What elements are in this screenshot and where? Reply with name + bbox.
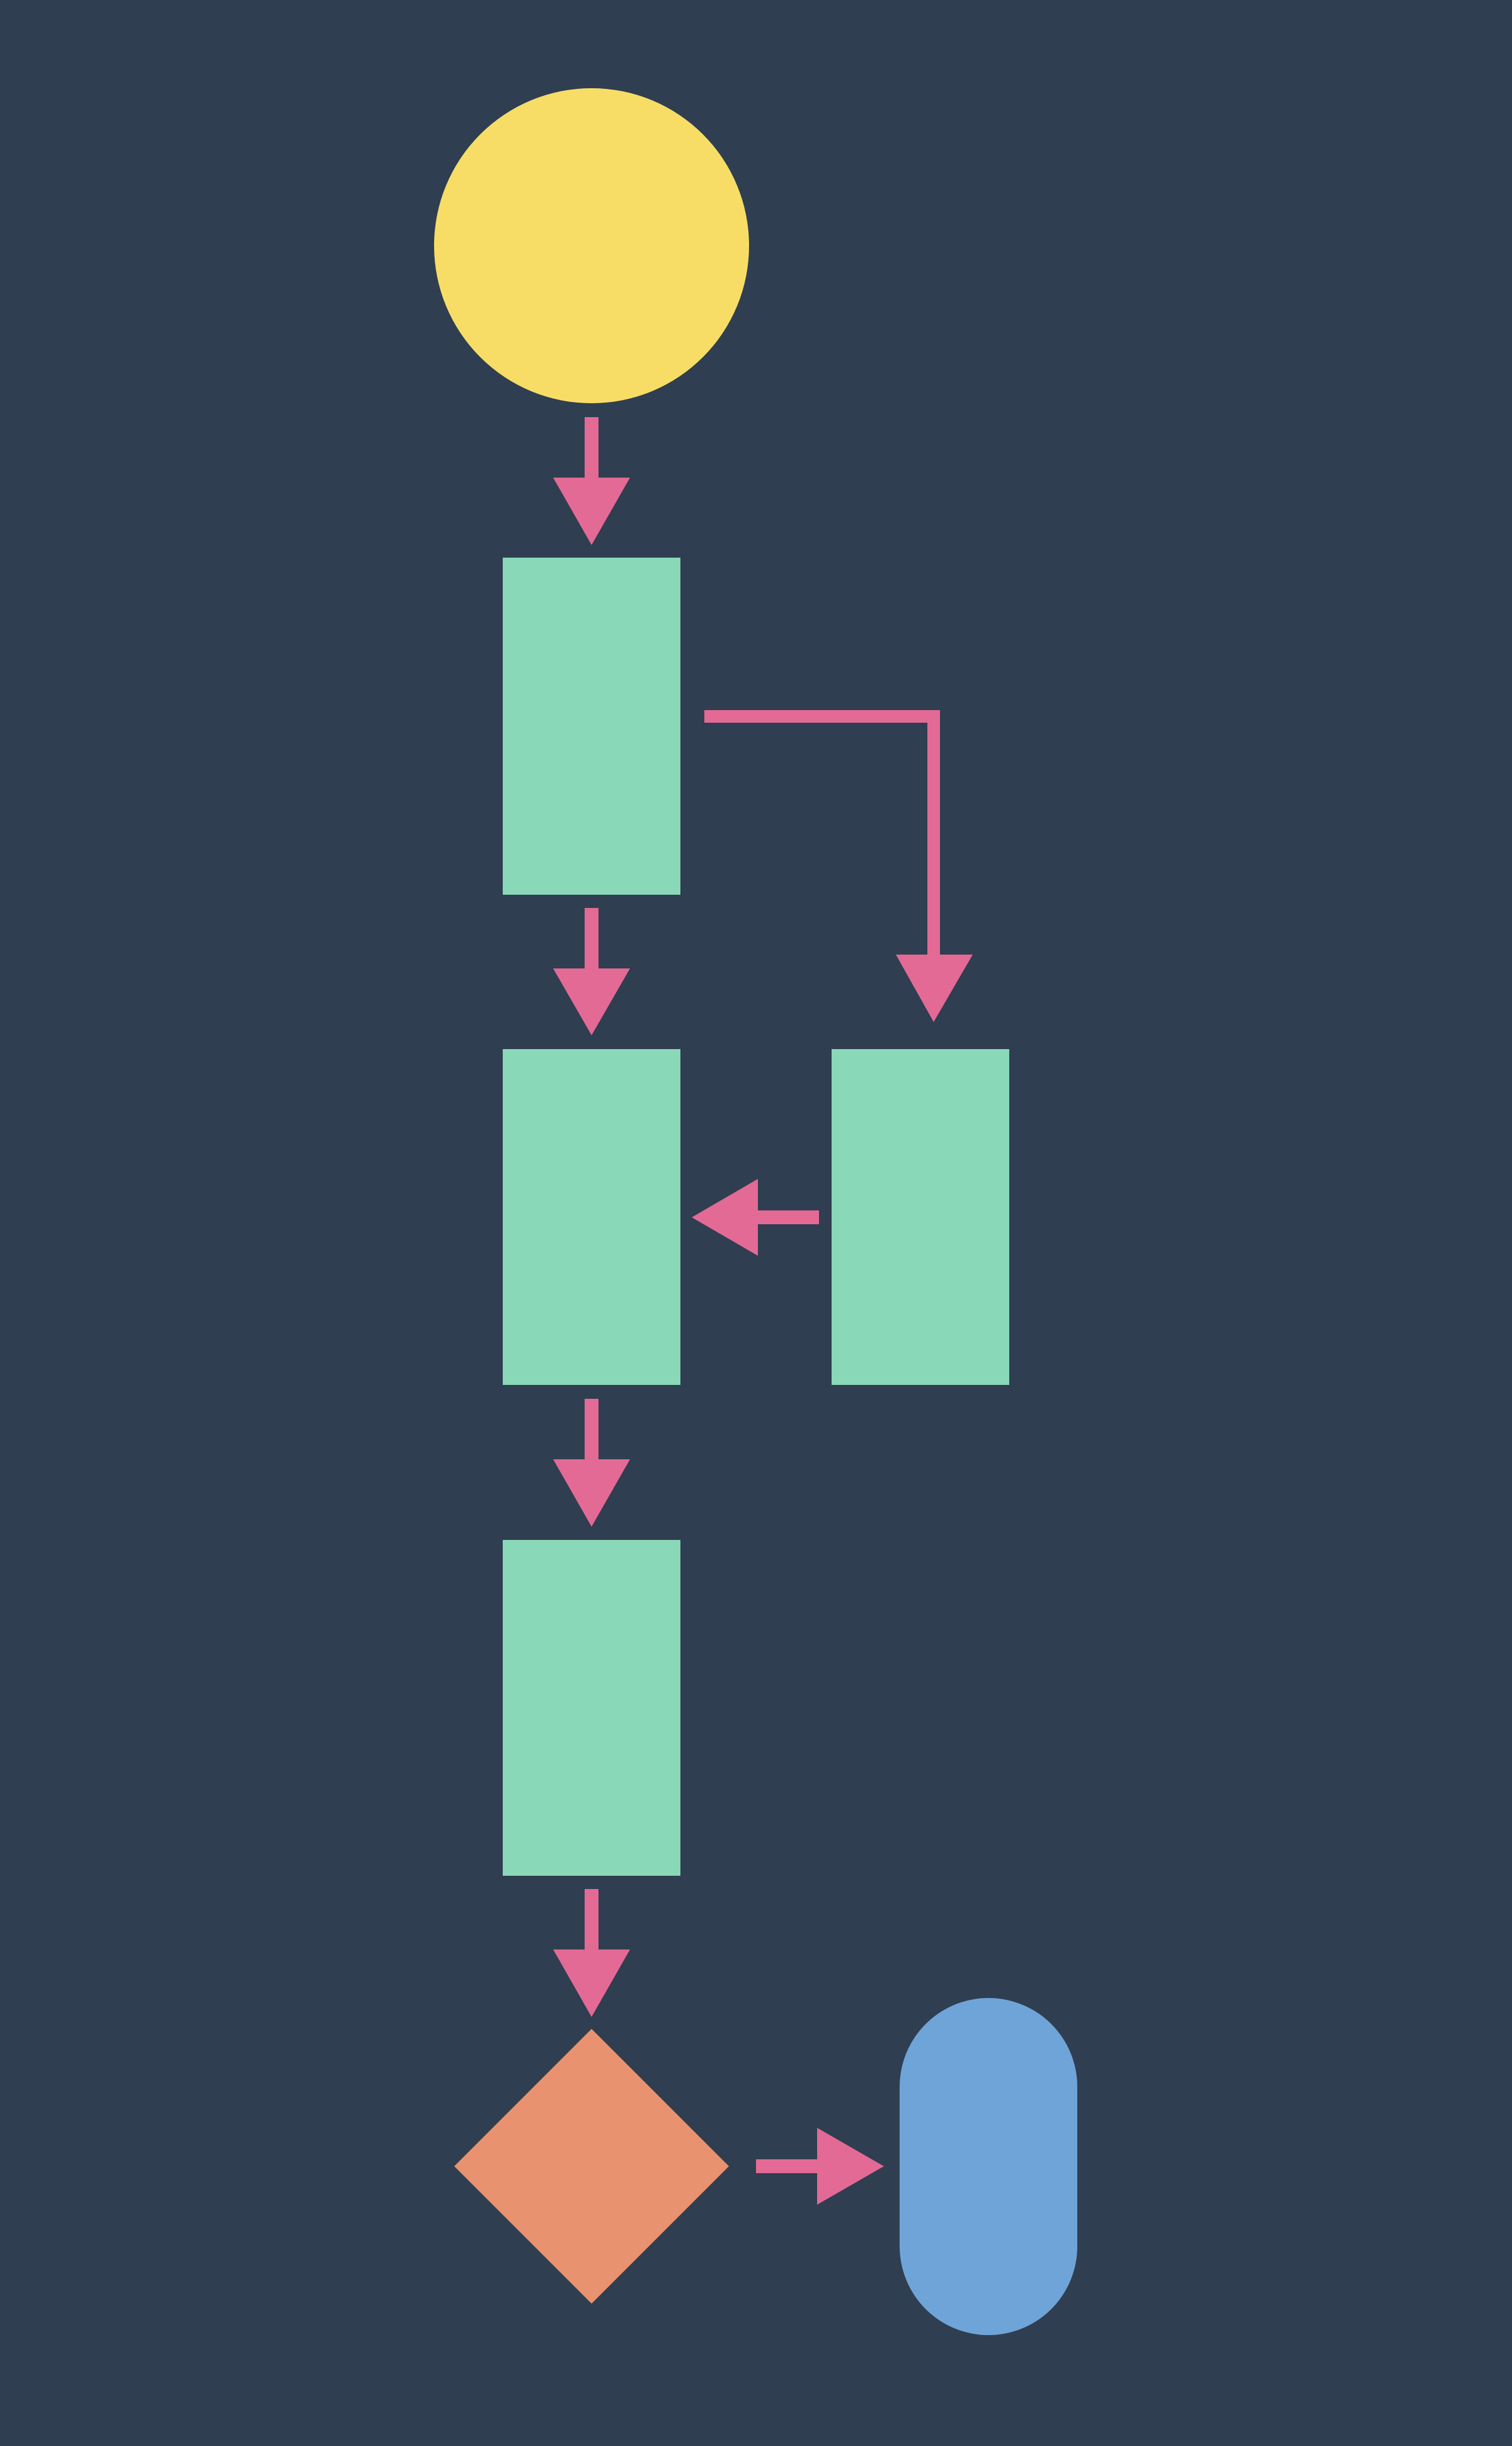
- process-node-3: [503, 1540, 680, 1876]
- process-node-1: [503, 558, 680, 895]
- connector-start-to-process-1: [553, 417, 630, 545]
- connector-decision-to-end: [756, 2128, 884, 2205]
- connector-process-2-to-process-3: [553, 1399, 630, 1527]
- end-node: [900, 1998, 1077, 2335]
- connector-group: [553, 417, 973, 2205]
- process-node-2: [503, 1049, 680, 1385]
- decision-node: [454, 2029, 729, 2304]
- connector-process-3-to-decision: [553, 1889, 630, 2017]
- connector-process-1-to-process-side: [704, 710, 973, 1022]
- process-node-side: [832, 1049, 1009, 1385]
- start-node: [434, 88, 749, 403]
- connector-process-side-to-process-2: [692, 1179, 819, 1256]
- connector-process-1-to-process-2: [553, 908, 630, 1035]
